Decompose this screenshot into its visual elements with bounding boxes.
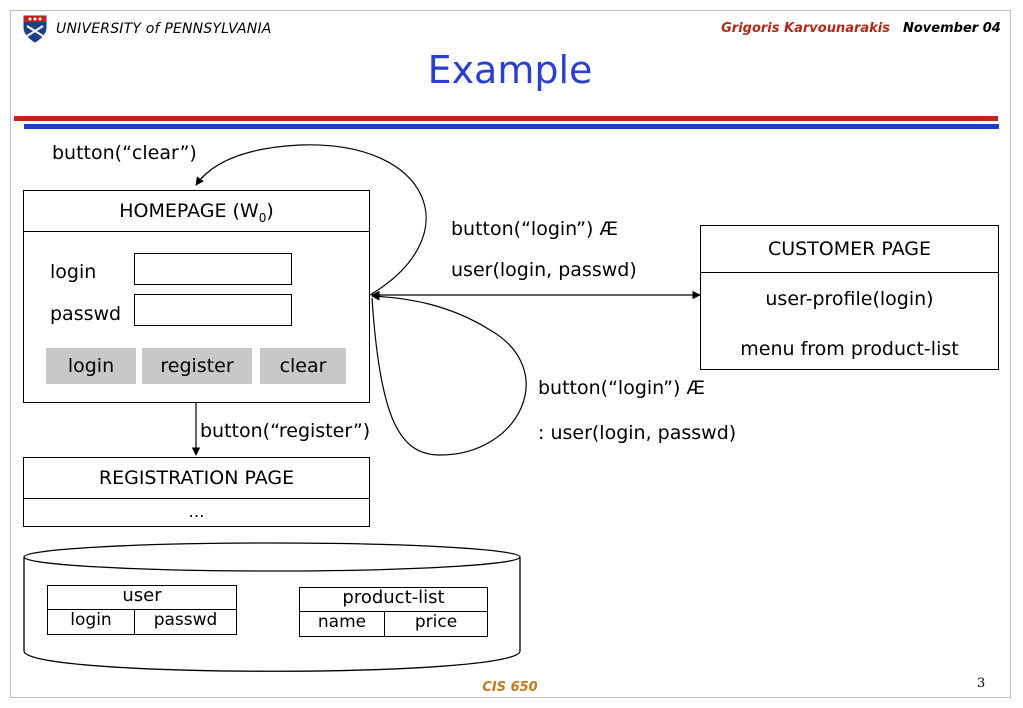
register-button[interactable]: register	[142, 348, 252, 384]
product-list-table-name: product-list	[300, 588, 487, 612]
database-cylinder-top	[23, 542, 521, 572]
clear-button[interactable]: clear	[260, 348, 346, 384]
blue-divider	[24, 124, 999, 129]
passwd-input[interactable]	[134, 294, 292, 326]
product-list-table: product-list name price	[299, 587, 488, 637]
page-number: 3	[977, 676, 986, 691]
login-input[interactable]	[134, 253, 292, 285]
registration-page-title: REGISTRATION PAGE	[24, 458, 369, 499]
registration-page-box: REGISTRATION PAGE …	[23, 457, 370, 527]
clear-loop-arrow	[195, 144, 427, 296]
registration-page-body: …	[188, 502, 205, 521]
edge-label-register: button(“register”)	[200, 420, 371, 442]
homepage-title: HOMEPAGE (W0)	[24, 191, 369, 232]
homepage-box: HOMEPAGE (W0) login passwd login registe…	[23, 190, 370, 403]
slide-title: Example	[427, 48, 593, 92]
login-label: login	[50, 261, 97, 283]
slide-frame	[10, 10, 1011, 698]
university-shield-icon	[23, 15, 47, 43]
edge-label-failed-login-line2: : user(login, passwd)	[538, 422, 737, 444]
product-list-col-price: price	[414, 612, 458, 632]
user-table-col-passwd: passwd	[153, 610, 218, 630]
customer-page-title: CUSTOMER PAGE	[701, 226, 998, 273]
homepage-title-close: )	[266, 200, 274, 222]
homepage-title-subscript: 0	[258, 210, 267, 225]
customer-page-line2: menu from product-list	[740, 338, 959, 360]
customer-page-box: CUSTOMER PAGE user-profile(login) menu f…	[700, 225, 999, 370]
user-table-name: user	[48, 586, 236, 610]
user-table: user login passwd	[47, 585, 237, 635]
edge-label-failed-login-line1: button(“login”) Æ	[538, 377, 705, 399]
failed-login-loop-arrow	[371, 292, 527, 456]
edge-label-login-line2: user(login, passwd)	[451, 259, 637, 281]
university-name: UNIVERSITY of PENNSYLVANIA	[56, 21, 272, 37]
footer-course: CIS 650	[482, 680, 538, 695]
product-list-col-name: name	[300, 612, 385, 636]
edge-label-login-line1: button(“login”) Æ	[451, 218, 618, 240]
passwd-label: passwd	[50, 303, 122, 325]
presentation-date: November 04	[903, 21, 1001, 36]
red-divider	[14, 116, 998, 121]
homepage-title-text: HOMEPAGE (W	[119, 200, 259, 222]
customer-page-line1: user-profile(login)	[765, 288, 934, 310]
edge-label-clear: button(“clear”)	[52, 142, 197, 164]
login-button[interactable]: login	[46, 348, 136, 384]
author-name: Grigoris Karvounarakis	[721, 21, 890, 36]
user-table-col-login: login	[48, 610, 135, 634]
